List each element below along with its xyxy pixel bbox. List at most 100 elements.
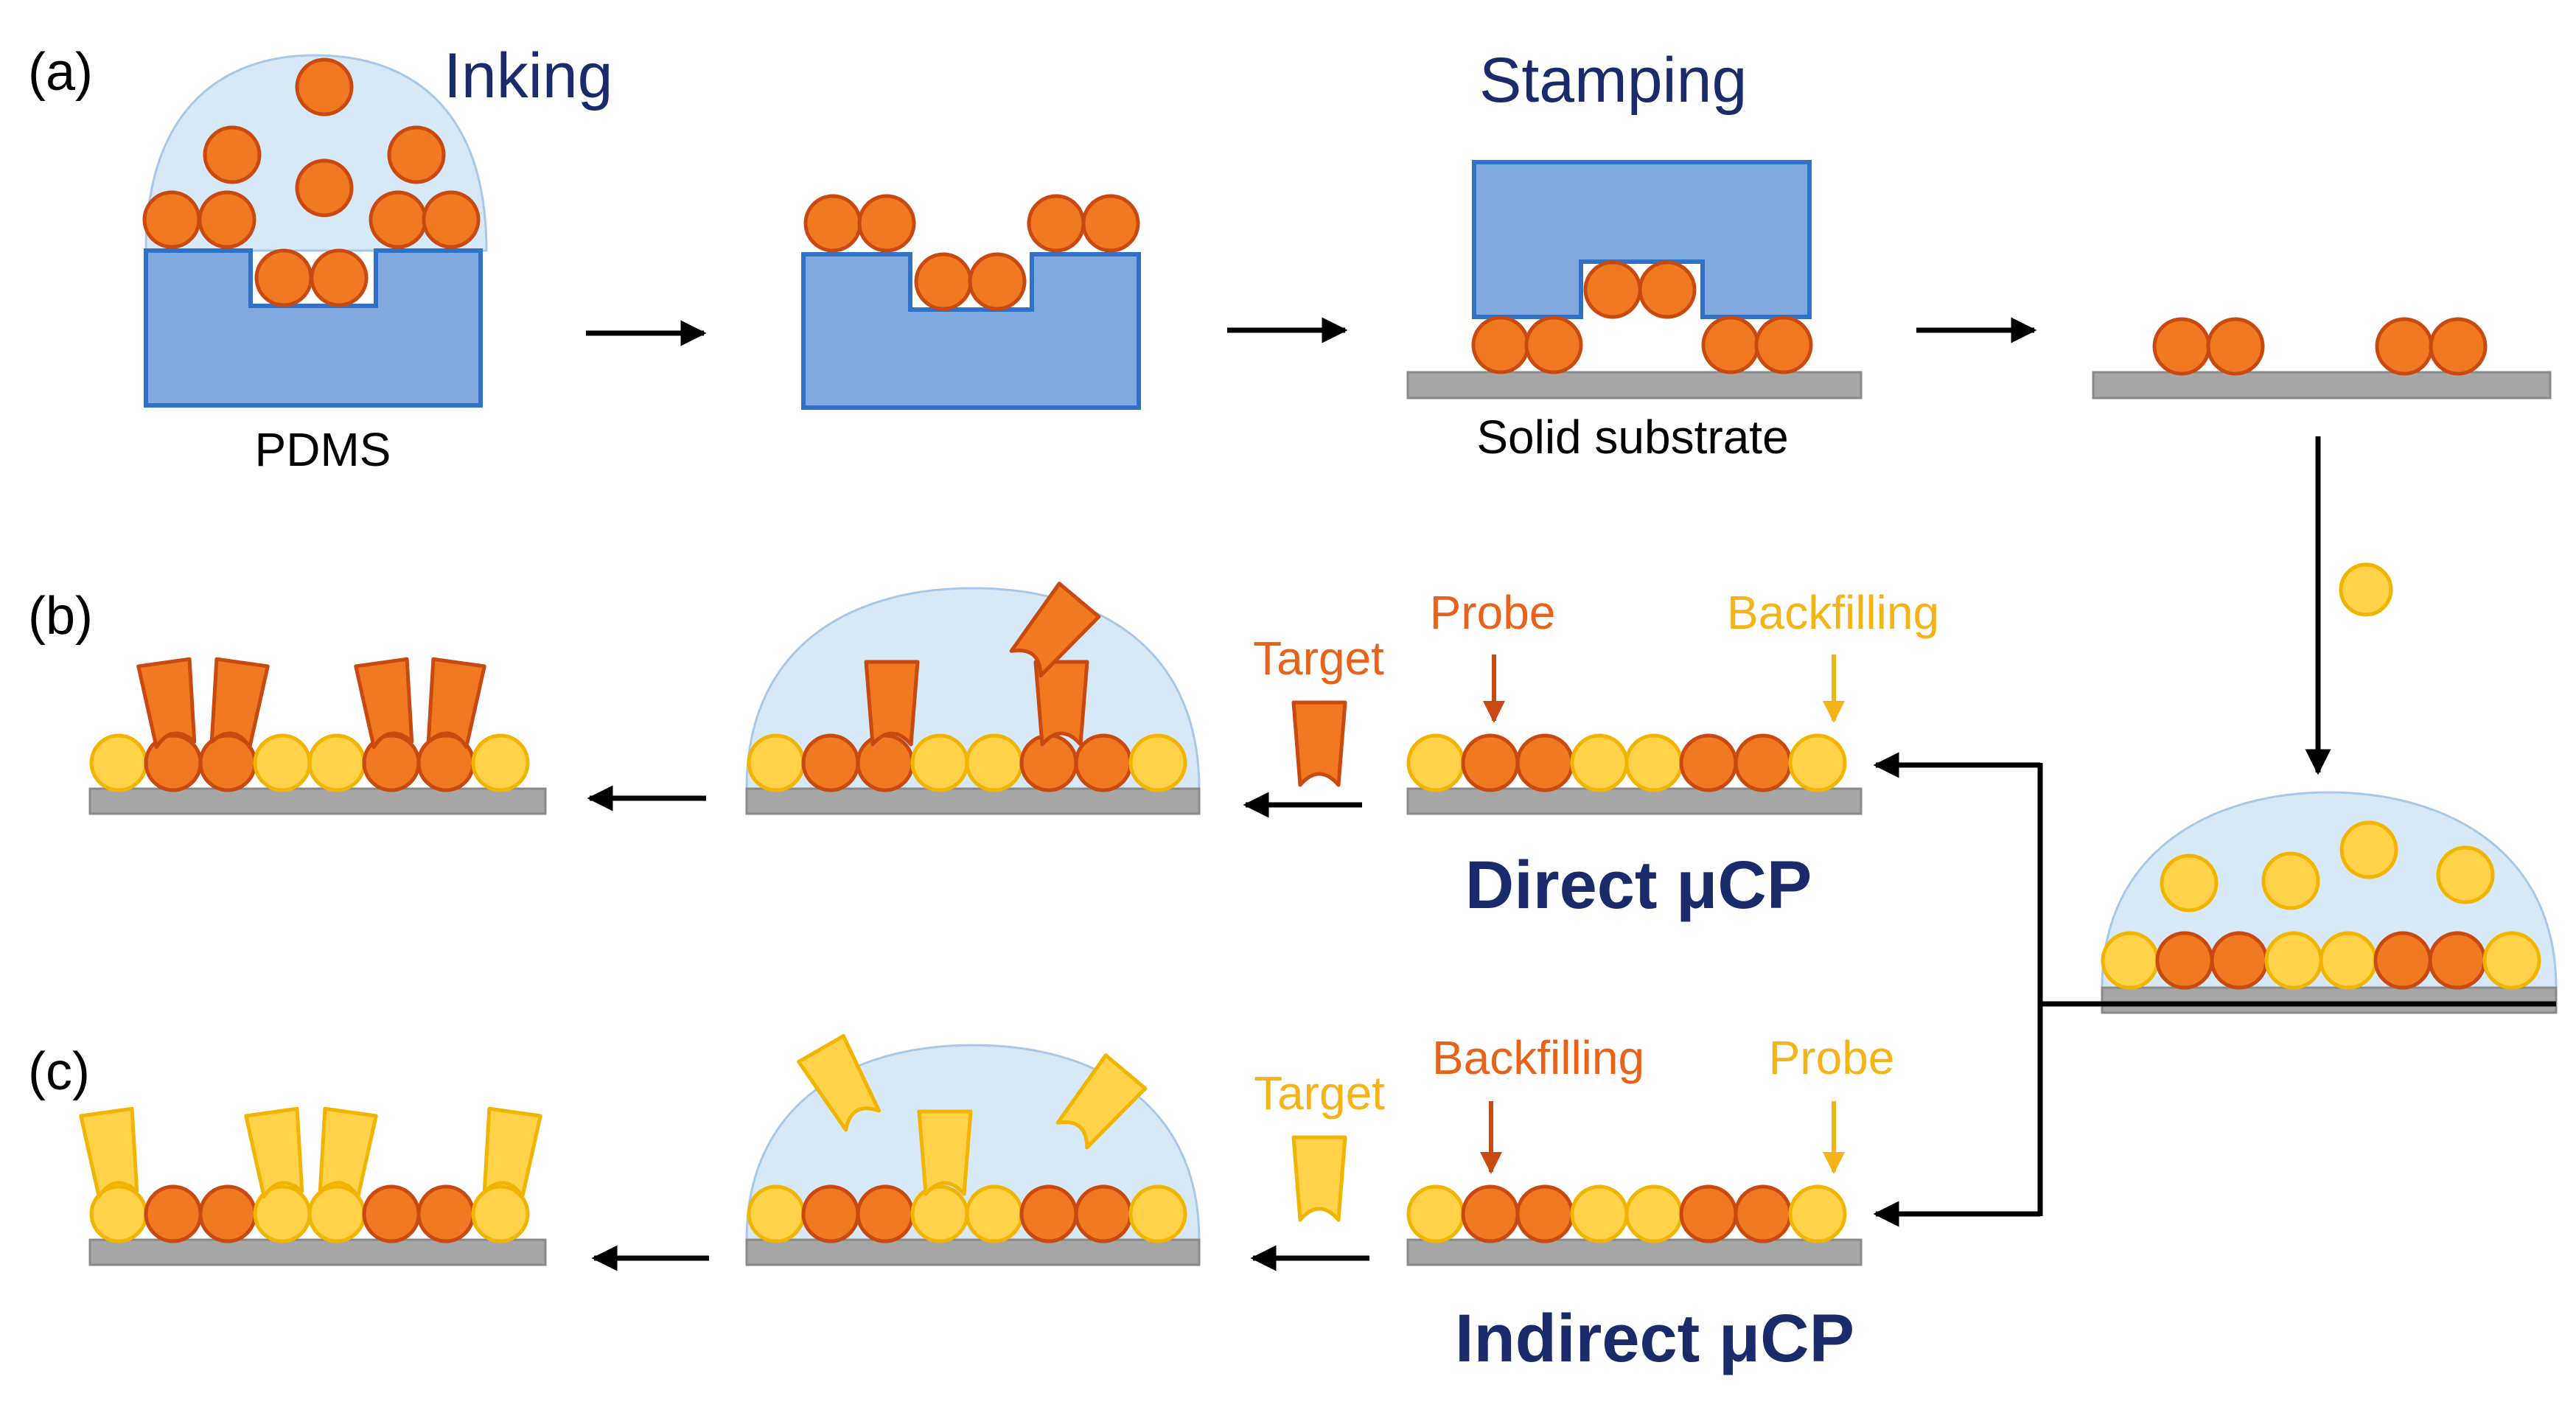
bound-target (136, 657, 197, 750)
bound-target (426, 657, 486, 750)
probe-molecule (369, 190, 427, 249)
backfill-molecule (2319, 931, 2378, 990)
indirect-functionalized-surface (1406, 1184, 1863, 1266)
panel-label-a: (a) (28, 43, 93, 102)
backfill-molecule (965, 733, 1024, 792)
solid-substrate (88, 787, 547, 815)
probe-molecule (1701, 315, 1760, 374)
process-arrows (586, 317, 2556, 1271)
probe-molecule (856, 1184, 915, 1243)
probe-molecule (416, 1184, 475, 1243)
probe-molecule (1471, 315, 1530, 374)
probe-molecule (203, 125, 262, 184)
inking-step (142, 54, 488, 408)
backfill-molecule (2160, 854, 2219, 912)
probe-molecule (2210, 931, 2269, 990)
probe-molecule (1754, 315, 1813, 374)
pdms-stamp-inverted (1472, 160, 1812, 319)
direct-ucp-title: Direct μCP (1465, 848, 1812, 923)
backfill-molecule (1624, 733, 1683, 792)
solid-substrate (2101, 986, 2558, 1014)
backfill-molecule (1406, 733, 1465, 792)
backfill-molecule (89, 733, 148, 792)
probe-molecule (2428, 931, 2487, 990)
patterned-substrate (2092, 317, 2552, 399)
solid-substrate (88, 1238, 547, 1266)
direct-functionalized-surface (1406, 733, 1863, 815)
probe-molecule (968, 252, 1027, 311)
probe-molecule (1638, 260, 1697, 319)
probe-molecule (422, 190, 481, 249)
probe-molecule (856, 733, 915, 792)
direct-probe-label: Probe (1430, 586, 1556, 639)
probe-molecule (1461, 733, 1520, 792)
bound-target (864, 660, 920, 747)
backfill-molecule (253, 733, 312, 792)
solid-substrate (745, 1238, 1201, 1266)
backfill-molecule (2261, 851, 2320, 910)
step-title-inking: Inking (444, 41, 613, 111)
indirect-backfilling-label: Backfilling (1432, 1031, 1644, 1084)
backfill-molecule (1128, 1184, 1187, 1243)
backfill-molecule (2101, 931, 2160, 990)
stamping-step (1406, 160, 1863, 399)
backfill-molecule (1788, 1184, 1847, 1243)
inked-stamp (801, 194, 1141, 410)
solid-substrate-label: Solid substrate (1476, 411, 1788, 464)
bound-target (482, 1106, 542, 1199)
step-title-stamping: Stamping (1479, 45, 1747, 116)
backfill-molecule (910, 733, 969, 792)
probe-molecule (310, 248, 369, 307)
pointer-arrows (1480, 655, 1845, 1174)
backfill-molecule (747, 1184, 806, 1243)
pdms-stamp (144, 248, 483, 408)
backfill-molecule (1788, 733, 1847, 792)
probe-molecule (1679, 733, 1738, 792)
backfill-molecule (2264, 931, 2323, 990)
backfill-molecule (2482, 931, 2541, 990)
target-droplet (745, 587, 1201, 790)
probe-molecule (2152, 317, 2211, 376)
probe-molecule (2375, 317, 2434, 376)
bound-target (79, 1106, 139, 1199)
bound-target (209, 657, 270, 750)
probe-molecule (1081, 194, 1140, 253)
probe-molecule (914, 252, 973, 311)
free-target (1009, 582, 1101, 678)
probe-molecule (1524, 315, 1583, 374)
branch-connector (2037, 763, 2556, 1216)
direct-backfilling-label: Backfilling (1727, 586, 1939, 639)
bound-target (244, 1106, 304, 1199)
probe-molecule (2155, 931, 2214, 990)
backfill-molecule (471, 1184, 530, 1243)
solid-substrate (745, 787, 1201, 815)
backfill-molecule (2436, 845, 2495, 904)
direct-target-label: Target (1253, 632, 1384, 685)
bound-target (318, 1106, 378, 1199)
solid-substrate (2092, 371, 2552, 399)
probe-molecule (1734, 1184, 1793, 1243)
probe-molecule (801, 1184, 860, 1243)
probe-molecule (198, 1184, 257, 1243)
probe-molecule (144, 1184, 203, 1243)
backfill-molecule (1406, 1184, 1465, 1243)
probe-molecule (295, 57, 354, 116)
bound-target (1033, 660, 1089, 747)
backfill-molecule (965, 1184, 1024, 1243)
probe-molecule (1074, 1184, 1133, 1243)
free-target (1055, 1053, 1148, 1150)
pdms-label: PDMS (255, 423, 391, 476)
backfill-molecule (1128, 733, 1187, 792)
backfill-step (2101, 562, 2558, 1014)
probe-molecule (362, 1184, 421, 1243)
probe-molecule (1583, 260, 1642, 319)
indirect-ucp-title: Indirect μCP (1455, 1301, 1854, 1376)
probe-molecule (803, 194, 862, 253)
direct-result (88, 733, 547, 815)
solid-substrate (1406, 371, 1863, 399)
probe-molecule (1734, 733, 1793, 792)
probe-molecule (2429, 317, 2488, 376)
backfill-molecule (1570, 733, 1629, 792)
probe-molecule (2373, 931, 2432, 990)
